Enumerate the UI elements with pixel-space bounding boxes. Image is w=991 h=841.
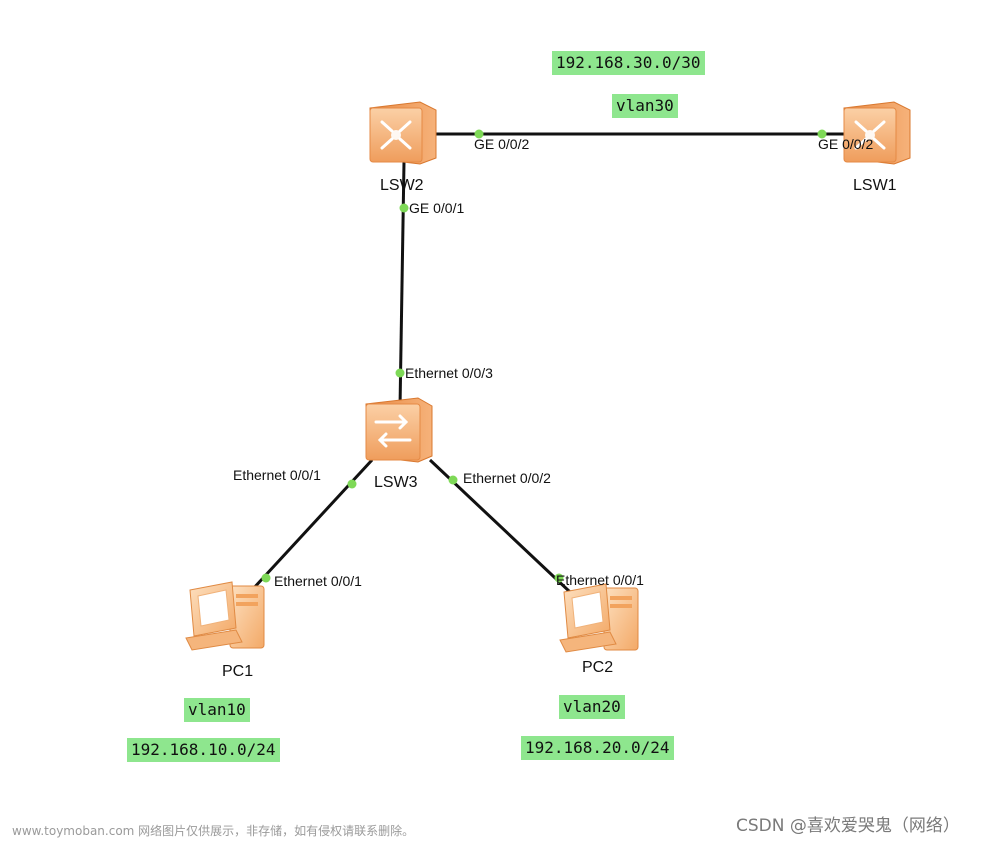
device-label-pc1: PC1 bbox=[222, 663, 253, 680]
port-dot-pc1-eth001 bbox=[261, 573, 271, 583]
port-dot-lsw3-eth001 bbox=[347, 479, 357, 489]
port-dot-lsw1-ge002 bbox=[817, 129, 827, 139]
port-label-pc2-eth001: Ethernet 0/0/1 bbox=[556, 572, 644, 588]
device-label-pc2: PC2 bbox=[582, 659, 613, 676]
subnet-tag-30: 192.168.30.0/30 bbox=[552, 51, 705, 75]
device-label-lsw1: LSW1 bbox=[853, 177, 897, 194]
vlan-tag-10: vlan10 bbox=[184, 698, 250, 722]
port-dot-lsw2-ge002 bbox=[474, 129, 484, 139]
port-label-lsw2-ge001: GE 0/0/1 bbox=[409, 200, 464, 216]
port-dot-lsw3-eth003 bbox=[395, 368, 405, 378]
watermark-text: www.toymoban.com 网络图片仅供展示，非存储，如有侵权请联系删除。 bbox=[12, 824, 415, 838]
vlan-tag-20: vlan20 bbox=[559, 695, 625, 719]
pc2-computer-icon[interactable] bbox=[559, 583, 639, 653]
lsw3-switch-icon[interactable] bbox=[365, 397, 433, 463]
port-dot-lsw3-eth002 bbox=[448, 475, 458, 485]
port-label-lsw2-ge002: GE 0/0/2 bbox=[474, 136, 529, 152]
vlan-tag-30: vlan30 bbox=[612, 94, 678, 118]
lsw2-switch-icon[interactable] bbox=[369, 101, 437, 165]
port-label-pc1-eth001: Ethernet 0/0/1 bbox=[274, 573, 362, 589]
port-label-lsw3-eth003: Ethernet 0/0/3 bbox=[405, 365, 493, 381]
subnet-tag-10: 192.168.10.0/24 bbox=[127, 738, 280, 762]
device-label-lsw3: LSW3 bbox=[374, 474, 418, 491]
lsw1-switch-icon[interactable] bbox=[843, 101, 911, 165]
device-label-lsw2: LSW2 bbox=[380, 177, 424, 194]
port-dot-lsw2-ge001 bbox=[399, 203, 409, 213]
port-dot-pc2-eth001 bbox=[554, 573, 564, 583]
credit-text: CSDN @喜欢爱哭鬼（网络） bbox=[736, 816, 960, 836]
link-lsw2-lsw3 bbox=[398, 161, 406, 409]
pc1-computer-icon[interactable] bbox=[185, 581, 265, 651]
port-label-lsw3-eth001: Ethernet 0/0/1 bbox=[233, 467, 321, 483]
subnet-tag-20: 192.168.20.0/24 bbox=[521, 736, 674, 760]
port-label-lsw3-eth002: Ethernet 0/0/2 bbox=[463, 470, 551, 486]
port-label-lsw1-ge002: GE 0/0/2 bbox=[818, 136, 873, 152]
